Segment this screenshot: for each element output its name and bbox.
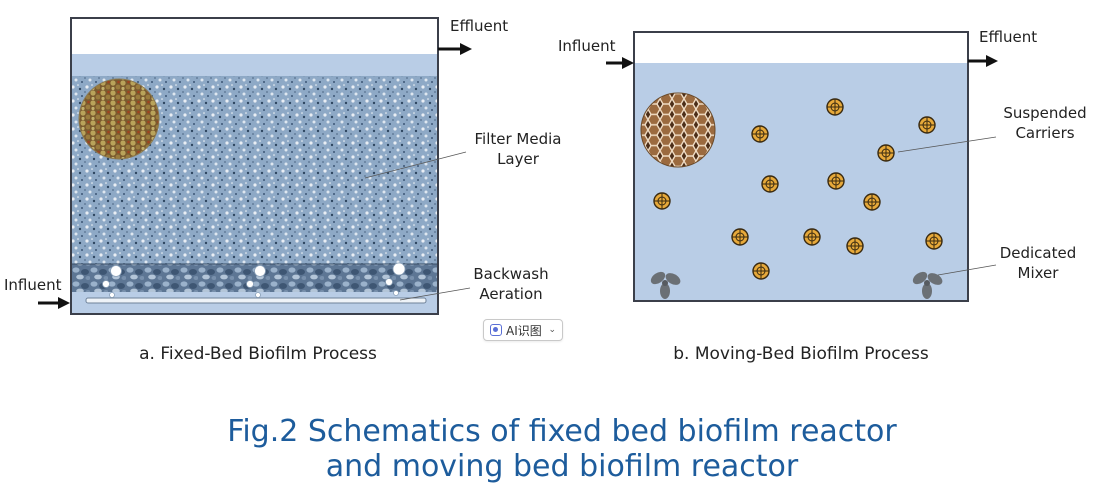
carrier-icon <box>877 144 895 162</box>
influent-arrow-a <box>38 297 70 309</box>
ai-recognize-button[interactable]: AI识图 ⌄ <box>483 319 563 341</box>
filter-media-label-line2: Layer <box>497 150 540 168</box>
carrier-icon <box>751 125 769 143</box>
carrier-icon <box>752 262 770 280</box>
influent-label-b: Influent <box>558 37 616 55</box>
mixer-leader <box>937 264 997 276</box>
tank-b-outline <box>633 31 969 302</box>
aeration-pipe <box>85 297 427 304</box>
carrier-icon <box>653 192 671 210</box>
ai-badge-label: AI识图 <box>506 323 542 338</box>
carrier-icon <box>827 172 845 190</box>
carrier-icon <box>863 193 881 211</box>
carrier-icon <box>761 175 779 193</box>
carriers-label-line2: Carriers <box>1015 124 1074 142</box>
mixer-label-line2: Mixer <box>1018 264 1060 282</box>
filter-media-label-line1: Filter Media <box>475 130 562 148</box>
carriers-leader <box>897 136 997 153</box>
tank-a-outline <box>70 17 439 315</box>
effluent-arrow-a <box>438 43 472 55</box>
carrier-icon <box>731 228 749 246</box>
carriers-label-line1: Suspended <box>1003 104 1086 122</box>
carrier-icon <box>846 237 864 255</box>
effluent-label-a: Effluent <box>450 17 508 35</box>
backwash-label-line2: Aeration <box>479 285 542 303</box>
caption-a: a. Fixed-Bed Biofilm Process <box>139 344 377 364</box>
backwash-leader <box>399 287 471 301</box>
figure-title-line1: Fig.2 Schematics of fixed bed biofilm re… <box>227 414 897 449</box>
influent-label-a: Influent <box>4 276 62 294</box>
fixed-bed-reactor: Effluent Influent Filter Media Layer Bac… <box>4 17 561 364</box>
figure-title-line2: and moving bed biofilm reactor <box>326 449 799 484</box>
carrier-icon <box>925 232 943 250</box>
caption-b: b. Moving-Bed Biofilm Process <box>673 344 929 364</box>
effluent-arrow-b <box>968 55 998 67</box>
aeration-bubbles <box>102 262 406 298</box>
chevron-down-icon: ⌄ <box>548 325 556 335</box>
mixer-label-line1: Dedicated <box>1000 244 1077 262</box>
carrier-icon <box>826 98 844 116</box>
filter-media-zoom <box>78 78 160 160</box>
influent-arrow-b <box>606 57 634 69</box>
filter-media-leader <box>364 151 467 179</box>
moving-bed-reactor: Influent Effluent Suspended Carriers Ded… <box>558 28 1087 364</box>
carrier-zoom <box>640 92 716 168</box>
suspended-carriers <box>653 98 943 280</box>
support-gravel-layer <box>71 264 438 292</box>
effluent-label-b: Effluent <box>979 28 1037 46</box>
backwash-label-line1: Backwash <box>473 265 548 283</box>
ai-scan-icon <box>490 324 502 336</box>
carrier-icon <box>803 228 821 246</box>
carrier-icon <box>918 116 936 134</box>
